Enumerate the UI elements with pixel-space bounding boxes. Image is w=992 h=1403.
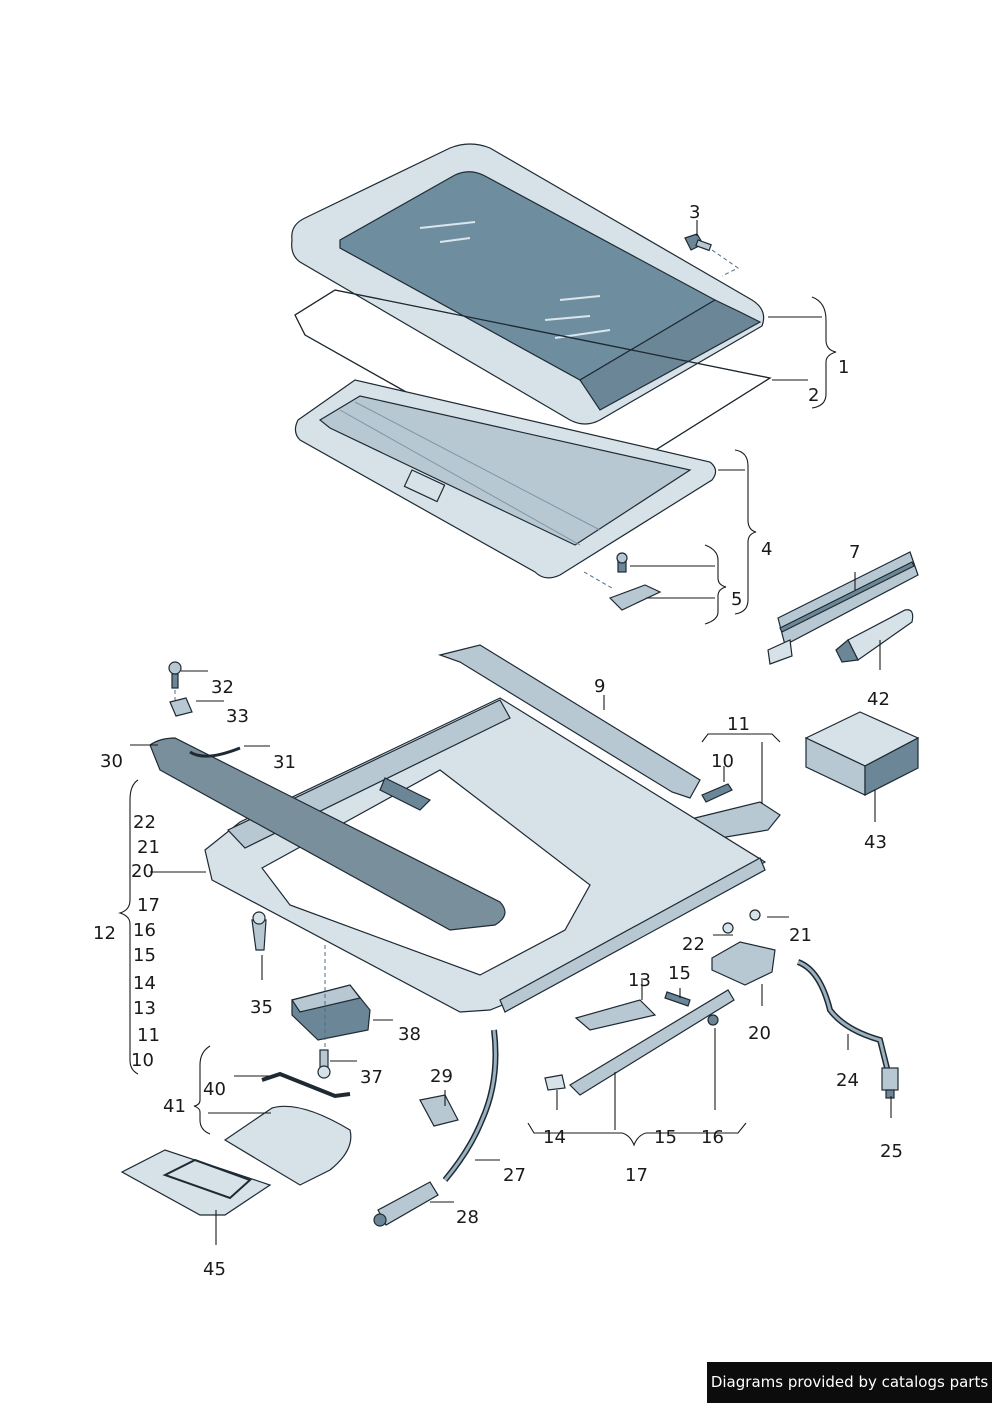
callout-42: 42 bbox=[867, 689, 890, 710]
callout-13: 13 bbox=[628, 970, 651, 991]
callout-38: 38 bbox=[398, 1024, 421, 1045]
group12-item-20: 20 bbox=[131, 861, 154, 882]
group12-item-16: 16 bbox=[133, 920, 156, 941]
callout-45: 45 bbox=[203, 1259, 226, 1280]
callout-4: 4 bbox=[761, 539, 772, 560]
screw-37 bbox=[317, 1049, 331, 1079]
group12-item-14: 14 bbox=[133, 973, 156, 994]
callout-17: 17 bbox=[625, 1165, 648, 1186]
valve-28 bbox=[373, 1181, 439, 1227]
callout-20: 20 bbox=[748, 1023, 771, 1044]
callout-15: 15 bbox=[668, 963, 691, 984]
callout-43: 43 bbox=[864, 832, 887, 853]
callout-10: 10 bbox=[711, 751, 734, 772]
sunshade-panel bbox=[294, 379, 717, 579]
seal-strip-30 bbox=[149, 737, 506, 931]
callout-11: 11 bbox=[727, 714, 750, 735]
guide-rail-7 bbox=[767, 551, 919, 665]
drain-hose-24 bbox=[796, 959, 891, 1073]
part-10 bbox=[701, 783, 733, 803]
glass-panel bbox=[291, 143, 765, 425]
part-14 bbox=[544, 1074, 566, 1091]
group12-item-10: 10 bbox=[131, 1050, 154, 1071]
callout-30: 30 bbox=[100, 751, 123, 772]
group12-item-21: 21 bbox=[137, 837, 160, 858]
group12-item-11: 11 bbox=[137, 1025, 160, 1046]
group12-item-13: 13 bbox=[133, 998, 156, 1019]
callout-2: 2 bbox=[808, 385, 819, 406]
callout-1: 1 bbox=[838, 357, 849, 378]
drive-motor bbox=[291, 984, 371, 1041]
callout-21: 21 bbox=[789, 925, 812, 946]
screw-22 bbox=[722, 922, 734, 934]
screw-3 bbox=[684, 233, 712, 252]
credit-banner: Diagrams provided by catalogs parts bbox=[707, 1362, 992, 1403]
clip-29 bbox=[419, 1094, 459, 1127]
group12-item-17: 17 bbox=[137, 895, 160, 916]
callout-12: 12 bbox=[93, 923, 116, 944]
group12-item-15: 15 bbox=[133, 945, 156, 966]
callout-25: 25 bbox=[880, 1141, 903, 1162]
leader-lines bbox=[118, 220, 892, 1245]
callout-35: 35 bbox=[250, 997, 273, 1018]
group17-item-16: 16 bbox=[701, 1127, 724, 1148]
callout-31: 31 bbox=[273, 752, 296, 773]
bracket-5 bbox=[608, 552, 662, 611]
valve-25 bbox=[881, 1067, 899, 1099]
group17-item-14: 14 bbox=[543, 1127, 566, 1148]
screw-35 bbox=[251, 911, 267, 951]
spring-15 bbox=[664, 991, 691, 1007]
part-16 bbox=[707, 1014, 719, 1026]
callout-33: 33 bbox=[226, 706, 249, 727]
callout-9: 9 bbox=[594, 676, 605, 697]
service-box bbox=[804, 711, 920, 796]
callout-40: 40 bbox=[203, 1079, 226, 1100]
callout-labels: 3 1 2 4 5 7 9 42 32 33 11 10 30 31 43 22… bbox=[93, 202, 903, 1280]
part-31 bbox=[189, 746, 241, 758]
trim-plate-45 bbox=[120, 1149, 272, 1216]
part-13 bbox=[574, 999, 657, 1031]
screw-32 bbox=[168, 661, 182, 689]
front-cross-member bbox=[437, 644, 701, 799]
grease-tube bbox=[835, 609, 914, 663]
callout-5: 5 bbox=[731, 589, 742, 610]
callout-3: 3 bbox=[689, 202, 700, 223]
callout-7: 7 bbox=[849, 542, 860, 563]
callout-27: 27 bbox=[503, 1165, 526, 1186]
group17-item-15: 15 bbox=[654, 1127, 677, 1148]
callout-32-text: 32 bbox=[211, 677, 234, 698]
callout-22: 22 bbox=[682, 934, 705, 955]
crank-40 bbox=[261, 1071, 351, 1099]
guide-17 bbox=[569, 989, 735, 1096]
cover-41 bbox=[223, 1105, 352, 1186]
callout-24: 24 bbox=[836, 1070, 859, 1091]
callout-37: 37 bbox=[360, 1067, 383, 1088]
callout-41: 41 bbox=[163, 1096, 186, 1117]
group12-item-22: 22 bbox=[133, 812, 156, 833]
screw-21 bbox=[749, 909, 761, 921]
callout-28: 28 bbox=[456, 1207, 479, 1228]
callout-29: 29 bbox=[430, 1066, 453, 1087]
cap-33 bbox=[169, 697, 193, 717]
bracket-20 bbox=[711, 941, 776, 986]
